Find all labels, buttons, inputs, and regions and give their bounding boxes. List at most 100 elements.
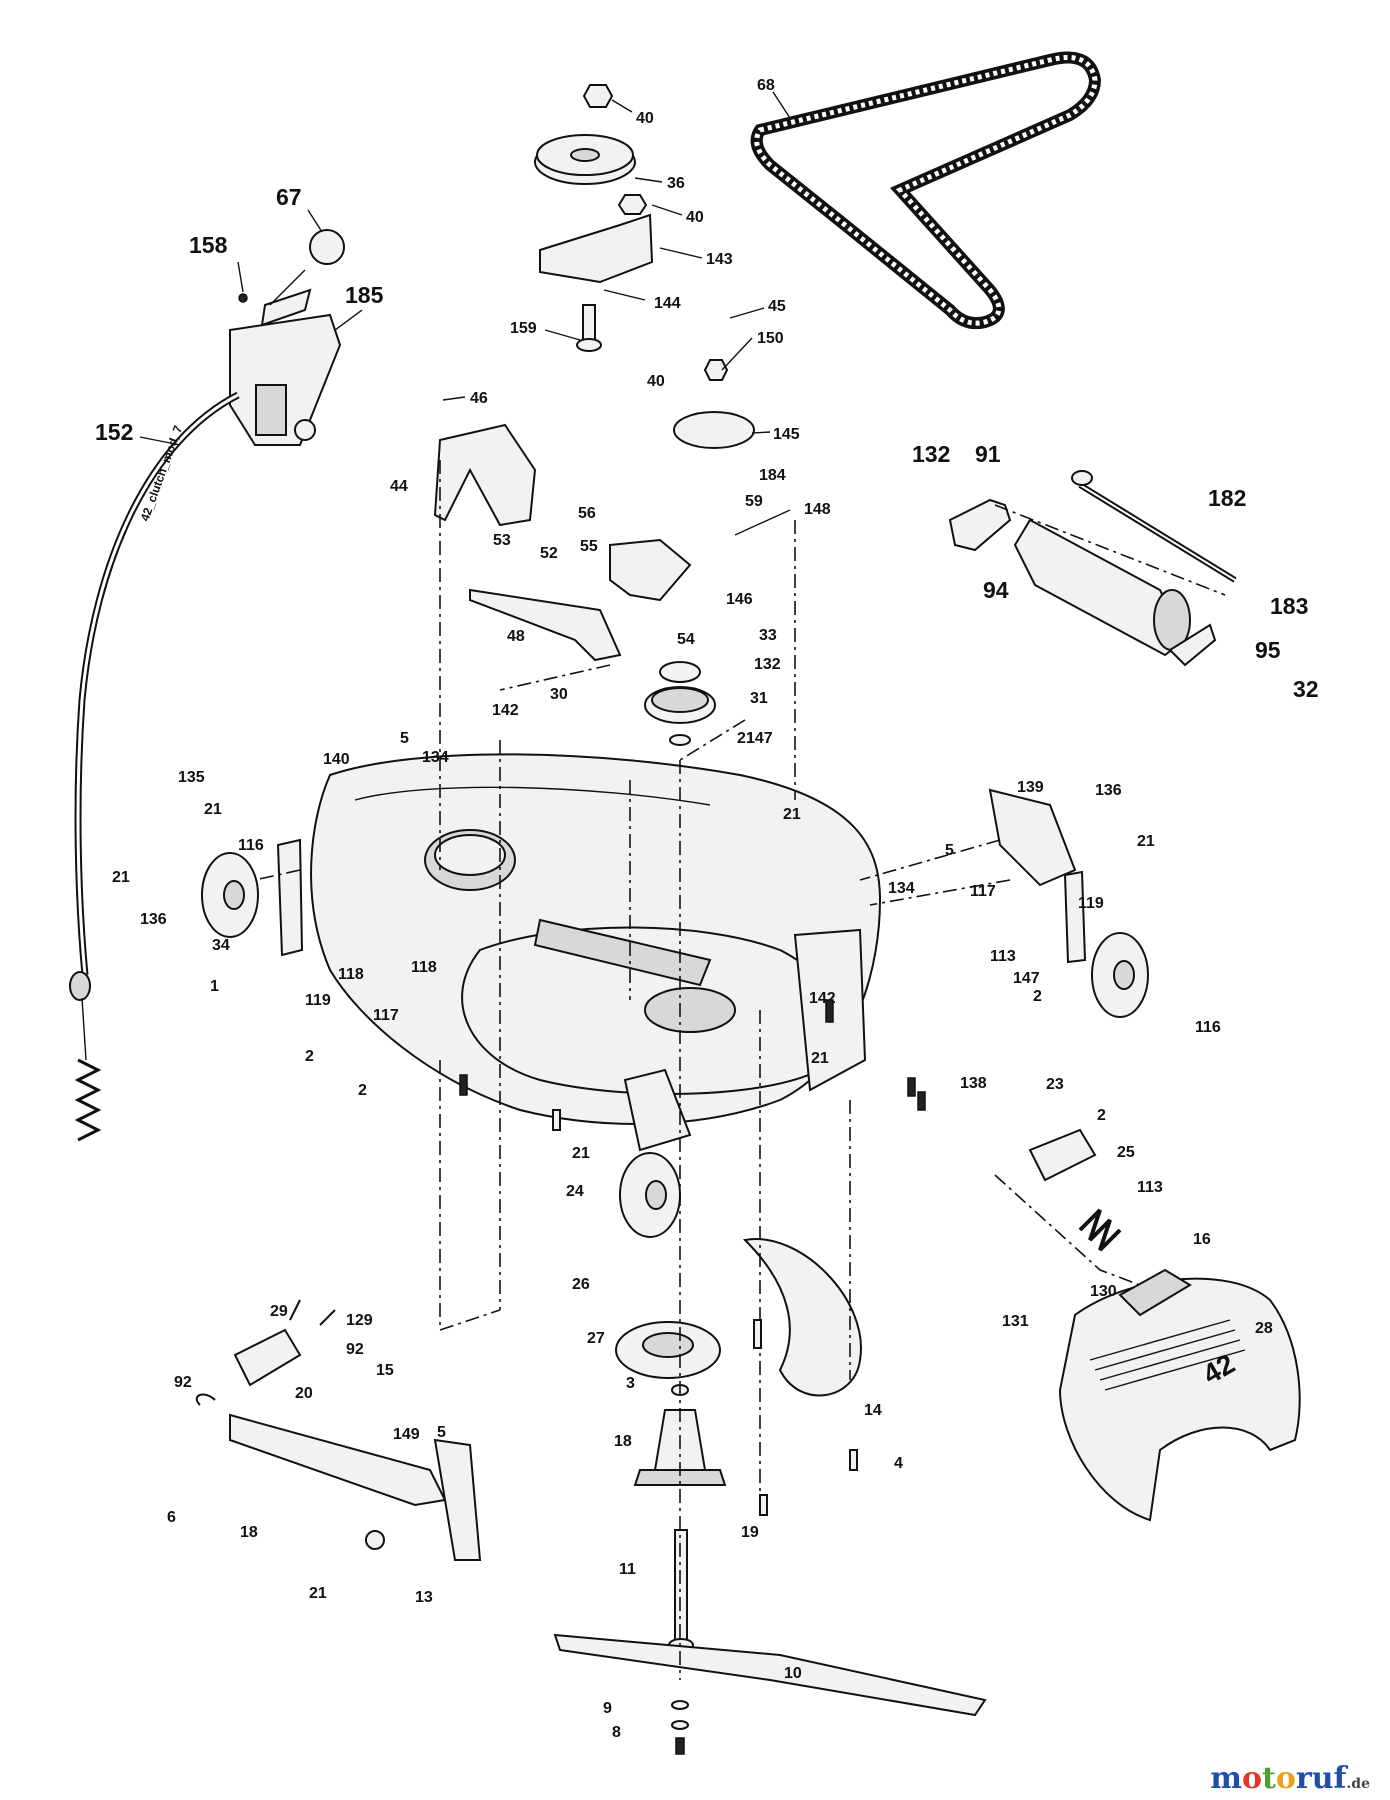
part-callout-label: 30 <box>550 686 568 703</box>
part-callout-label: 182 <box>1208 485 1246 511</box>
part-callout-label: 19 <box>741 1524 759 1541</box>
part-callout-label: 21 <box>204 801 222 818</box>
anti-scalp-roller <box>948 470 1237 667</box>
part-callout-label: 21 <box>572 1145 590 1162</box>
part-callout-label: 140 <box>323 751 350 768</box>
part-callout-label: 10 <box>784 1665 802 1682</box>
part-callout-label: 95 <box>1255 637 1281 663</box>
part-callout-label: 53 <box>493 532 511 549</box>
part-callout-label: 134 <box>422 749 449 766</box>
part-callout-label: 11 <box>619 1561 636 1578</box>
part-callout-label: 92 <box>174 1374 192 1391</box>
part-callout-label: 184 <box>759 467 786 484</box>
part-callout-label: 21 <box>309 1585 327 1602</box>
part-callout-label: 136 <box>1095 782 1122 799</box>
part-callout-label: 2 <box>1097 1107 1106 1124</box>
part-callout-label: 21 <box>737 730 755 747</box>
part-callout-label: 92 <box>346 1341 364 1358</box>
motoruf-watermark: motoruf.de <box>1210 1761 1370 1796</box>
part-callout-label: 52 <box>540 545 558 562</box>
part-callout-label: 32 <box>1293 676 1319 702</box>
part-callout-label: 27 <box>587 1330 605 1347</box>
part-callout-label: 18 <box>240 1524 258 1541</box>
right-mount-bracket-139 <box>988 788 1077 887</box>
part-callout-label: 40 <box>686 209 704 226</box>
bracket-23 <box>1028 1128 1097 1182</box>
part-callout-label: 118 <box>411 959 437 976</box>
part-callout-label: 116 <box>1195 1019 1221 1036</box>
leader-lines <box>139 91 791 446</box>
part-callout-label: 67 <box>276 184 302 210</box>
belt-guard-44 <box>433 423 537 527</box>
part-callout-label: 15 <box>376 1362 394 1379</box>
part-callout-label: 132 <box>912 441 950 467</box>
part-callout-label: 21 <box>1137 833 1155 850</box>
part-callout-label: 24 <box>566 1183 584 1200</box>
part-callout-label: 8 <box>612 1724 621 1741</box>
part-callout-label: 119 <box>305 992 331 1009</box>
part-callout-label: 45 <box>768 298 786 315</box>
right-wheel-bracket <box>1063 870 1087 964</box>
wheel-right-117 <box>1091 932 1149 1018</box>
part-callout-label: 48 <box>507 628 525 645</box>
part-callout-label: 136 <box>140 911 167 928</box>
part-callout-label: 158 <box>189 232 228 258</box>
part-callout-label: 117 <box>373 1007 399 1024</box>
left-wheel-bracket <box>276 838 304 957</box>
part-callout-label: 9 <box>603 1700 612 1717</box>
part-callout-label: 44 <box>390 478 408 495</box>
part-callout-label: 146 <box>726 591 753 608</box>
part-callout-label: 4 <box>894 1455 903 1472</box>
part-callout-label: 21 <box>783 806 801 823</box>
part-callout-label: 2 <box>358 1082 367 1099</box>
part-callout-label: 2 <box>305 1048 314 1065</box>
part-callout-label: 91 <box>975 441 1001 467</box>
top-idler-assembly <box>534 84 654 352</box>
drive-belt-68 <box>750 51 1102 330</box>
spindle-stack <box>553 661 987 1755</box>
mower-deck-housing <box>310 753 882 1125</box>
assembly-guide-lines <box>254 460 1141 1680</box>
front-bracket-138 <box>623 1068 692 1152</box>
part-callout-label: 40 <box>647 373 665 390</box>
part-callout-label: 36 <box>667 175 685 192</box>
part-callout-label: 18 <box>614 1433 632 1450</box>
part-callout-label: 145 <box>773 426 800 443</box>
part-callout-label: 55 <box>580 538 598 555</box>
part-callout-label: 139 <box>1017 779 1044 796</box>
part-callout-label: 34 <box>212 937 230 954</box>
part-callout-label: 59 <box>745 493 763 510</box>
part-callout-label: 54 <box>677 631 695 648</box>
part-callout-label: 25 <box>1117 1144 1135 1161</box>
part-callout-label: 33 <box>759 627 777 644</box>
part-callout-label: 20 <box>295 1385 313 1402</box>
part-callout-label: 134 <box>888 880 915 897</box>
part-callout-label: 142 <box>492 702 519 719</box>
wheel-left-117 <box>201 852 259 938</box>
part-callout-label: 2 <box>1033 988 1042 1005</box>
part-callout-label: 119 <box>1078 895 1104 912</box>
part-callout-label: 129 <box>346 1312 373 1329</box>
part-callout-label: 5 <box>437 1424 446 1441</box>
lift-linkage <box>195 1299 482 1561</box>
part-callout-label: 31 <box>750 690 768 707</box>
part-callout-label: 29 <box>270 1303 288 1320</box>
part-callout-label: 113 <box>990 948 1016 965</box>
part-callout-label: 149 <box>393 1426 420 1443</box>
wheel-front-138 <box>619 1152 681 1238</box>
callout-labels: 68 40 36 40 67 158 185 143 144 45 159 15… <box>95 77 1319 1741</box>
part-callout-label: 147 <box>746 730 773 747</box>
part-callout-label: 116 <box>238 837 264 854</box>
part-callout-label: 183 <box>1270 593 1308 619</box>
part-callout-label: 3 <box>626 1375 635 1392</box>
part-callout-label: 23 <box>1046 1076 1064 1093</box>
part-callout-label: 144 <box>654 295 681 312</box>
part-callout-label: 16 <box>1193 1231 1211 1248</box>
part-callout-label: 113 <box>1137 1179 1163 1196</box>
part-callout-label: 152 <box>95 419 133 445</box>
blade-bracket-53 <box>469 588 622 662</box>
part-callout-label: 138 <box>960 1075 987 1092</box>
part-callout-label: 159 <box>510 320 537 337</box>
